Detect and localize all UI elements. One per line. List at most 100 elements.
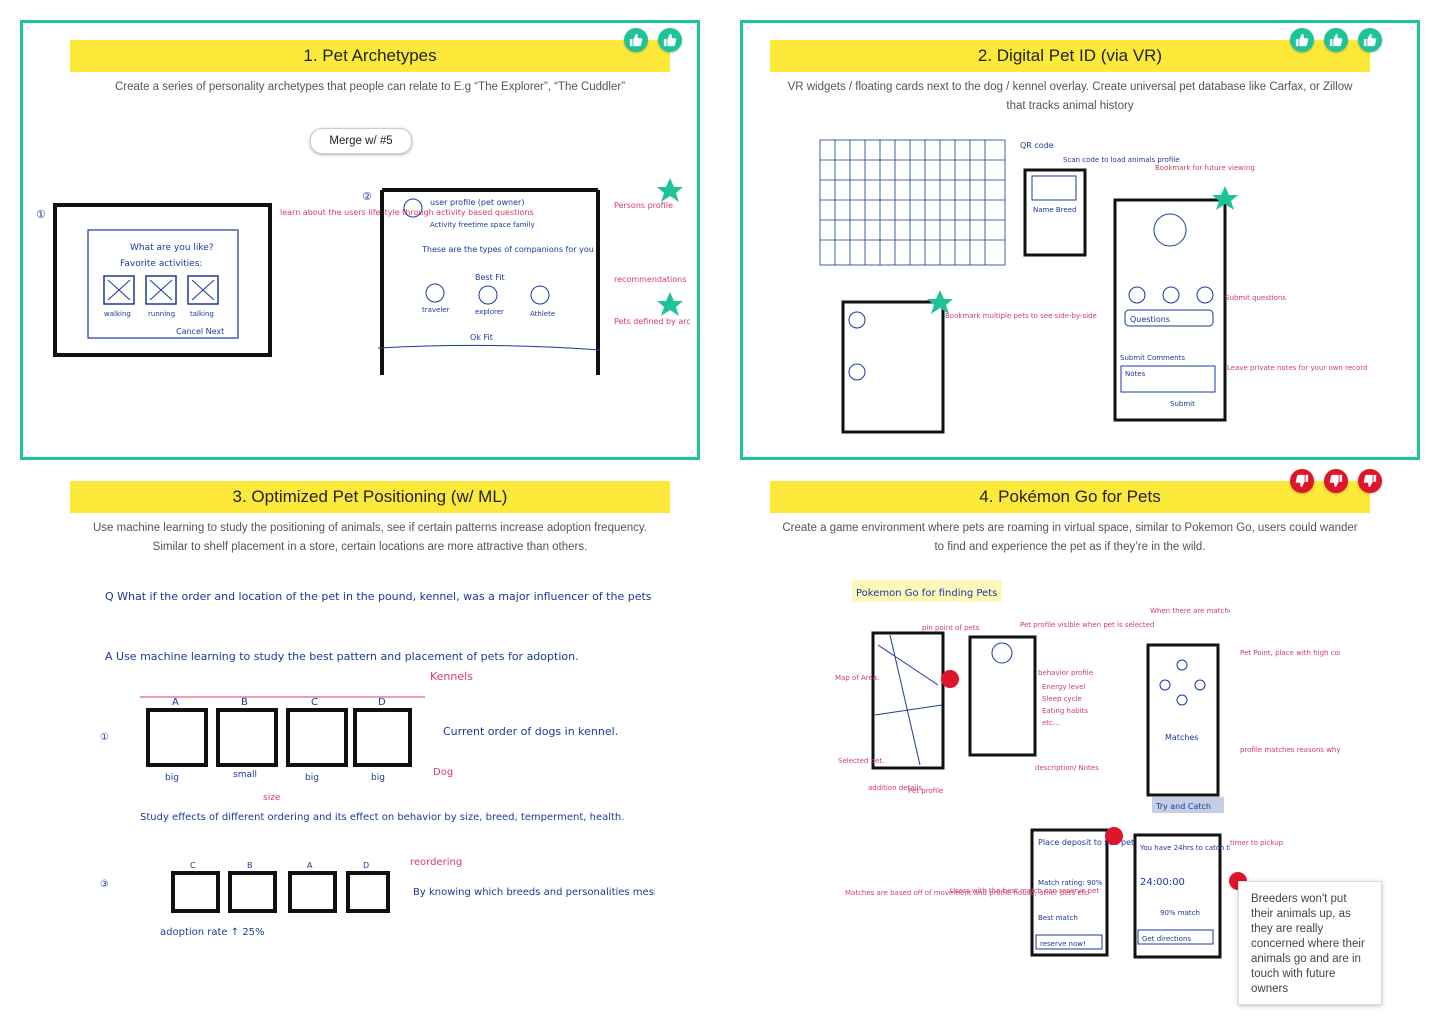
notes-field: Notes — [1125, 370, 1146, 378]
deposit-label: Place deposit to see pet. — [1038, 838, 1137, 847]
svg-text:①: ① — [100, 732, 109, 743]
kennel-label: C — [311, 697, 318, 708]
panel-2-border — [740, 20, 1420, 460]
svg-text:②: ② — [362, 190, 372, 203]
directions-button: Get directions — [1142, 935, 1191, 943]
frame2-tabs: Activity freetime space family — [430, 221, 535, 229]
sketch-pokemon-go-annotations: Pet Point, place with high concentration… — [1230, 640, 1440, 860]
panel-4-description: Create a game environment where pets are… — [782, 522, 1358, 553]
kennel-size: big — [305, 773, 319, 783]
comment-marker[interactable] — [941, 670, 959, 688]
note-1: learn about the users lifestyle through … — [280, 208, 534, 217]
panel-1-title: 1. Pet Archetypes — [70, 40, 670, 72]
star-icon — [1212, 186, 1238, 210]
profile-matches-label: profile matches reasons why — [1240, 746, 1340, 754]
submit-label: Submit — [1170, 400, 1195, 408]
panel-2-title: 2. Digital Pet ID (via VR) — [770, 40, 1370, 72]
frame2-type: traveler — [422, 306, 450, 314]
matches-based-label: Matches are based off of movement and pr… — [845, 889, 1088, 897]
thumbs-down-icon[interactable] — [1324, 469, 1348, 493]
star-icon — [927, 290, 953, 314]
frame1-item: walking — [104, 310, 131, 318]
note-3: recommendations — [614, 275, 686, 284]
frame2-best: Best Fit — [475, 273, 505, 282]
frame2-text: These are the types of companions for yo… — [421, 245, 594, 254]
size-label: size — [263, 793, 281, 803]
addition-label: addition details — [868, 784, 922, 792]
kennel-label: B — [241, 697, 248, 708]
thumbs-down-icon[interactable] — [1290, 469, 1314, 493]
trait: Energy level — [1042, 683, 1085, 691]
frame1-item: running — [148, 310, 175, 318]
description-label: description/ Notes — [1035, 764, 1099, 772]
sketch-pet-archetypes: ① What are you like? Favorite activities… — [30, 160, 770, 410]
panel-3-description: Use machine learning to study the positi… — [92, 522, 648, 553]
scan-label: Scan code to load animals profile — [1063, 156, 1180, 164]
panel-3-title: 3. Optimized Pet Positioning (w/ ML) — [70, 481, 670, 513]
pet-profile-label: Pet profile — [908, 787, 943, 795]
trait: etc... — [1042, 719, 1060, 727]
thumbs-up-icon[interactable] — [658, 28, 682, 52]
bookmark-note: Bookmark for future viewing — [1155, 164, 1255, 172]
submit-questions-note: Submit questions — [1225, 294, 1286, 302]
timer-label: timer to pickup — [1230, 839, 1284, 847]
study-note: Study effects of different ordering and … — [140, 812, 624, 823]
kennel-label: D — [378, 697, 386, 708]
frame2-type: explorer — [475, 308, 504, 316]
thumbs-down-icon[interactable] — [1358, 469, 1382, 493]
sketch-header: Pokemon Go for finding Pets — [856, 588, 997, 599]
match-90-label: 90% match — [1160, 909, 1200, 917]
best-match-label: Best match — [1038, 914, 1078, 922]
panel-1-description: Create a series of personality archetype… — [114, 81, 626, 93]
sketch-pokemon-go: Pokemon Go for finding Pets Map of Area.… — [830, 575, 1300, 960]
sketch-answer: A Use machine learning to study the best… — [105, 650, 579, 663]
merge-button[interactable]: Merge w/ #5 — [310, 128, 412, 154]
panel-2-description: VR widgets / floating cards next to the … — [787, 81, 1353, 112]
thumbs-up-icon[interactable] — [624, 28, 648, 52]
reordering-label: reordering — [410, 857, 462, 868]
selected-pet-label: Selected pet. — [838, 757, 884, 765]
frame2-type: Athlete — [530, 310, 555, 318]
time-label: You have 24hrs to catch this pet — [1139, 844, 1230, 852]
comment-marker[interactable] — [1105, 827, 1123, 845]
try-catch-button: Try and Catch — [1155, 802, 1211, 811]
kennel-size: small — [233, 770, 257, 780]
clock-label: 24:00:00 — [1140, 877, 1185, 888]
note-4: Pets defined by archetypes/personality — [614, 317, 690, 326]
frame2-ok: Ok Fit — [470, 333, 493, 342]
kennels-label: Kennels — [430, 670, 473, 683]
pet-point-label: Pet Point, place with high concentration… — [1240, 649, 1340, 657]
reserve-button: reserve now! — [1040, 940, 1086, 948]
reorder-label: A — [307, 861, 313, 870]
reorder-label: D — [363, 861, 369, 870]
visible-label: Pet profile visible when pet is selected — [1020, 621, 1154, 629]
private-notes-note: Leave private notes for your own record — [1227, 364, 1368, 372]
questions-field: Questions — [1130, 315, 1170, 324]
trait: Eating habits — [1042, 707, 1088, 715]
users-best-label: Users with the best match can reserve pe… — [950, 887, 1099, 895]
matches-notified-label: When there are matches person is notifie… — [1150, 607, 1230, 615]
sketch-question: Q What if the order and location of the … — [105, 590, 655, 603]
pin-point-label: pin point of pets — [922, 624, 980, 632]
svg-text:①: ① — [36, 208, 46, 221]
sketch-pet-positioning: Q What if the order and location of the … — [95, 575, 937, 955]
reorder-label: C — [190, 861, 196, 870]
svg-text:③: ③ — [100, 879, 109, 890]
kennel-size: big — [165, 773, 179, 783]
thumbs-up-icon[interactable] — [1290, 28, 1314, 52]
panel-1-border — [20, 20, 700, 460]
submit-comments-label: Submit Comments — [1120, 354, 1185, 362]
pet-id-name: Name Breed — [1033, 206, 1076, 214]
current-order-note: Current order of dogs in kennel. — [443, 725, 618, 738]
dog-label: Dog — [433, 767, 453, 778]
match-rating: Match rating: 90% — [1038, 879, 1103, 887]
frame1-item: talking — [190, 310, 214, 318]
kennel-label: A — [172, 697, 179, 708]
frame1-actions: Cancel Next — [176, 327, 224, 336]
thumbs-up-icon[interactable] — [1324, 28, 1348, 52]
frame2-header: user profile (pet owner) — [430, 198, 524, 207]
note-2: Persons profile — [614, 201, 673, 210]
kennel-size: big — [371, 773, 385, 783]
map-area-label: Map of Area. — [835, 674, 879, 682]
thumbs-up-icon[interactable] — [1358, 28, 1382, 52]
